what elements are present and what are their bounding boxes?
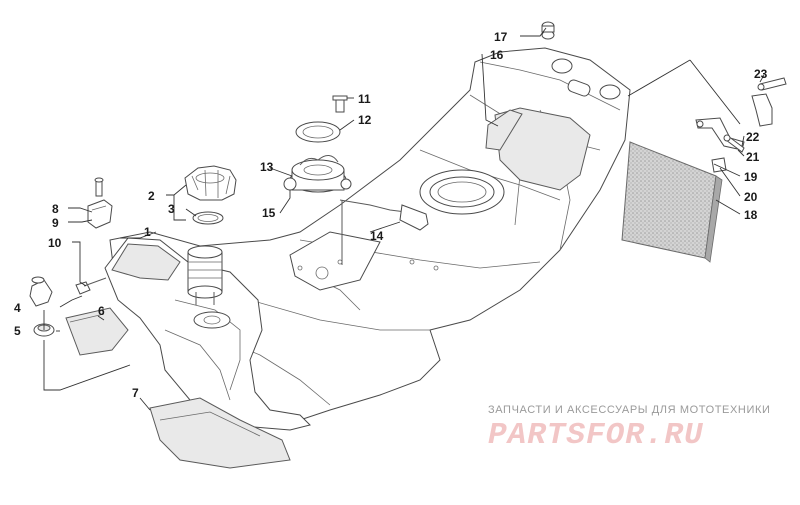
foam-pad-6 <box>65 307 129 356</box>
fuel-pump-assembly <box>283 95 429 265</box>
watermark-logo: PARTSFOR.RU <box>488 418 704 453</box>
callout-3: 3 <box>168 202 175 216</box>
callout-1: 1 <box>144 225 151 239</box>
callout-2: 2 <box>148 189 155 203</box>
hinge-22 <box>751 93 773 127</box>
callout-10: 10 <box>48 236 62 250</box>
callout-11: 11 <box>358 92 371 106</box>
callout-18: 18 <box>744 208 758 222</box>
fuel-tank <box>104 237 311 431</box>
callout-17: 17 <box>494 30 508 44</box>
bracket-9 <box>87 199 113 229</box>
callout-14: 14 <box>370 229 384 243</box>
cap-gasket <box>192 211 224 225</box>
clip-20 <box>711 157 727 173</box>
watermark-tagline: ЗАПЧАСТИ И АКСЕССУАРЫ ДЛЯ МОТОТЕХНИКИ <box>488 404 771 416</box>
callout-20: 20 <box>744 190 758 204</box>
callout-13: 13 <box>260 160 274 174</box>
screw-23 <box>757 77 787 91</box>
fuel-cap <box>184 165 237 201</box>
callout-9: 9 <box>52 216 59 230</box>
callout-23: 23 <box>754 67 768 81</box>
callout-5: 5 <box>14 324 21 338</box>
leader-lines <box>43 27 765 411</box>
foam-block-18 <box>621 141 723 263</box>
callout-22: 22 <box>746 130 760 144</box>
callout-8: 8 <box>52 202 59 216</box>
bolt-8 <box>94 177 104 197</box>
callout-21: 21 <box>746 150 760 164</box>
callout-16: 16 <box>490 48 504 62</box>
clip-10 <box>75 277 107 295</box>
callout-19: 19 <box>744 170 758 184</box>
callout-6: 6 <box>98 304 105 318</box>
callout-4: 4 <box>14 301 21 315</box>
callout-12: 12 <box>358 113 372 127</box>
callout-15: 15 <box>262 206 276 220</box>
callout-7: 7 <box>132 386 139 400</box>
callout-labels: 1 2 3 4 5 6 7 8 9 10 11 12 13 14 15 16 1… <box>14 30 768 400</box>
cap-17 <box>541 21 555 33</box>
heat-shield-7 <box>149 397 291 469</box>
valve-4 <box>29 276 53 307</box>
screw-21 <box>723 134 745 153</box>
